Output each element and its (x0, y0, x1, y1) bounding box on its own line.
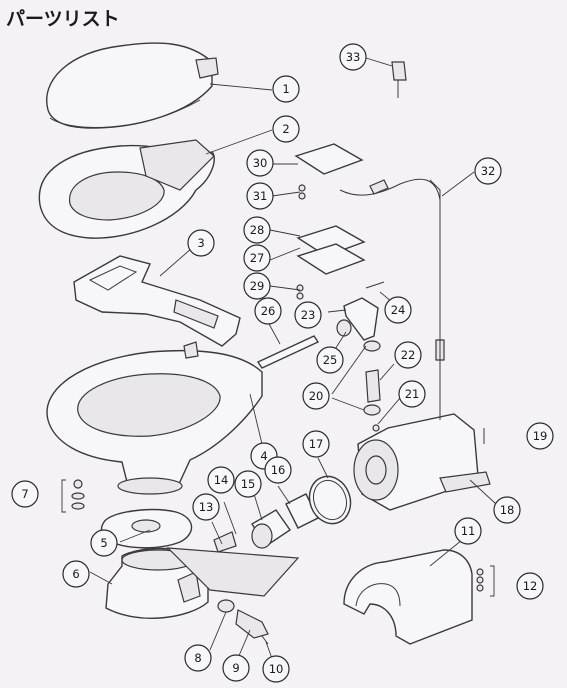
callout-16: 16 (264, 456, 292, 484)
svg-text:30: 30 (253, 156, 268, 170)
callout-26: 26 (254, 297, 282, 325)
callout-13: 13 (192, 493, 220, 521)
svg-text:19: 19 (533, 429, 548, 443)
callout-1: 1 (272, 75, 300, 103)
svg-text:9: 9 (232, 661, 239, 675)
svg-text:13: 13 (199, 500, 214, 514)
callout-25: 25 (316, 346, 344, 374)
part-o-ring (308, 475, 352, 525)
callout-28: 28 (243, 216, 271, 244)
part-motor (353, 413, 491, 511)
callout-2: 2 (272, 115, 300, 143)
page-title: パーツリスト (6, 8, 120, 30)
part-connector (391, 61, 407, 98)
svg-text:24: 24 (391, 303, 406, 317)
svg-text:26: 26 (261, 304, 276, 318)
part-valve (217, 599, 269, 645)
callout-9: 9 (222, 654, 250, 682)
svg-text:8: 8 (194, 651, 201, 665)
callout-3: 3 (187, 229, 215, 257)
callout-24: 24 (384, 296, 412, 324)
svg-text:27: 27 (250, 251, 265, 265)
part-washers (61, 479, 85, 513)
callout-18: 18 (493, 496, 521, 524)
callout-15: 15 (234, 470, 262, 498)
svg-text:16: 16 (271, 463, 286, 477)
svg-text:29: 29 (250, 279, 265, 293)
svg-text:31: 31 (253, 189, 268, 203)
svg-text:21: 21 (405, 387, 420, 401)
callout-31: 31 (246, 182, 274, 210)
callout-30: 30 (246, 149, 274, 177)
part-seat (38, 139, 215, 239)
svg-text:14: 14 (214, 473, 229, 487)
svg-text:12: 12 (523, 579, 538, 593)
callout-29: 29 (243, 272, 271, 300)
svg-text:23: 23 (301, 308, 316, 322)
part-pump-base (105, 547, 300, 619)
callout-22: 22 (394, 341, 422, 369)
svg-text:25: 25 (323, 353, 338, 367)
part-rod (256, 335, 320, 369)
part-switch-plates (294, 143, 366, 300)
svg-text:15: 15 (241, 477, 256, 491)
svg-text:7: 7 (21, 487, 28, 501)
svg-text:2: 2 (282, 122, 289, 136)
svg-text:22: 22 (401, 348, 416, 362)
callout-6: 6 (62, 560, 90, 588)
callout-21: 21 (398, 380, 426, 408)
callout-19: 19 (526, 422, 554, 450)
svg-text:4: 4 (260, 449, 267, 463)
callout-8: 8 (184, 644, 212, 672)
callout-14: 14 (207, 466, 235, 494)
svg-text:32: 32 (481, 164, 496, 178)
svg-text:33: 33 (346, 50, 361, 64)
part-lid (46, 42, 219, 129)
callout-5: 5 (90, 529, 118, 557)
part-bowl (46, 341, 263, 495)
callout-12: 12 (516, 572, 544, 600)
callout-11: 11 (454, 517, 482, 545)
svg-text:6: 6 (72, 567, 79, 581)
callout-10: 10 (262, 655, 290, 683)
svg-text:20: 20 (309, 389, 324, 403)
svg-text:17: 17 (309, 437, 324, 451)
callout-17: 17 (302, 430, 330, 458)
part-wiring-harness (339, 178, 445, 420)
svg-text:28: 28 (250, 223, 265, 237)
callout-32: 32 (474, 157, 502, 185)
part-hinge-bracket (73, 255, 241, 347)
part-impeller-assembly (213, 493, 319, 553)
callout-27: 27 (243, 244, 271, 272)
part-fittings (336, 281, 385, 432)
svg-text:5: 5 (100, 536, 107, 550)
svg-text:1: 1 (282, 82, 289, 96)
svg-text:10: 10 (269, 662, 284, 676)
part-cover (343, 549, 495, 645)
callout-20: 20 (302, 382, 330, 410)
callout-7: 7 (11, 480, 39, 508)
callout-33: 33 (339, 43, 367, 71)
callout-23: 23 (294, 301, 322, 329)
leader-lines (89, 57, 497, 665)
svg-text:11: 11 (461, 524, 476, 538)
svg-text:18: 18 (500, 503, 515, 517)
svg-text:3: 3 (197, 236, 204, 250)
